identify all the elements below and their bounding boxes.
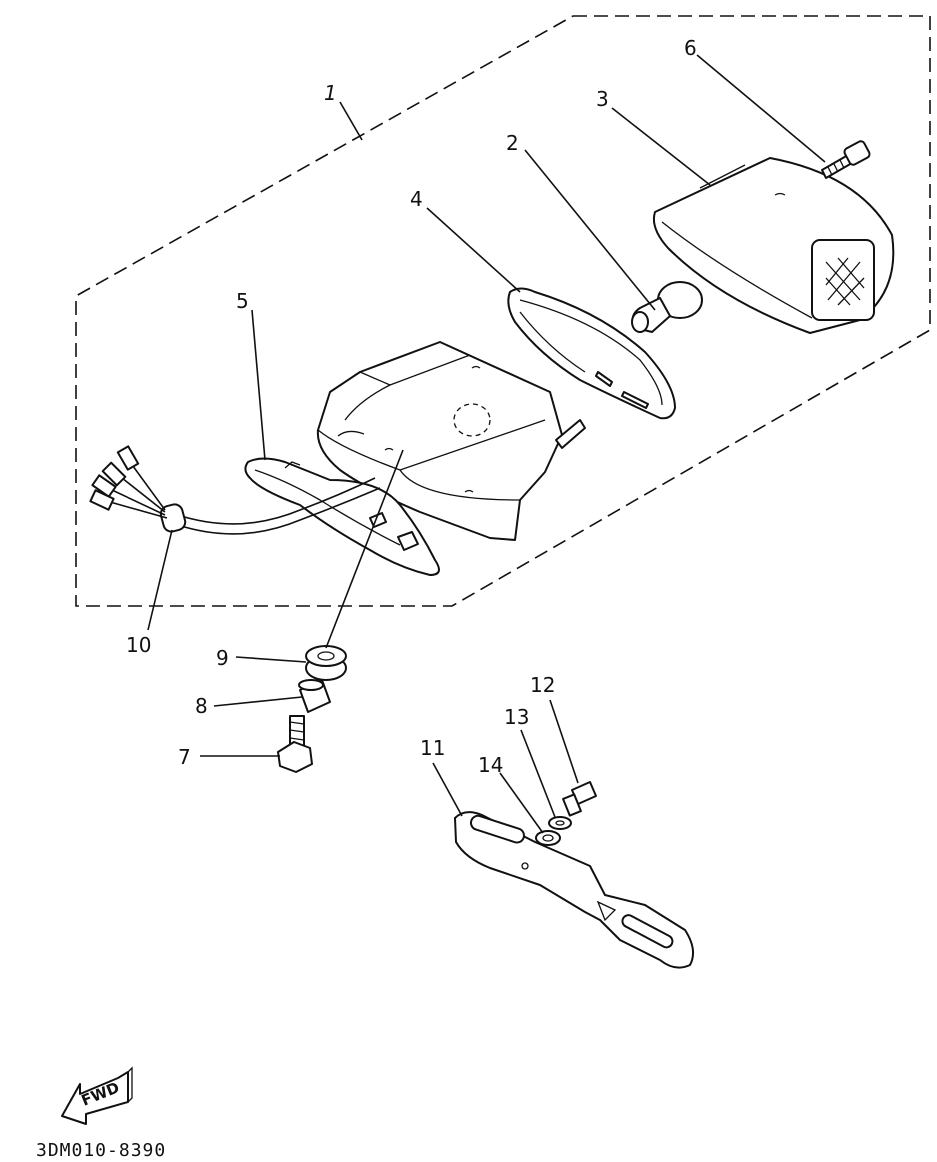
- callout-5: 5: [236, 289, 249, 313]
- leader-lines: [147, 54, 826, 834]
- assembly-boundary: [75, 15, 931, 607]
- bulb: [631, 281, 703, 333]
- base-plate: [244, 457, 440, 576]
- callout-9: 9: [216, 646, 229, 670]
- grommet-9: [305, 645, 347, 681]
- callout-4: 4: [410, 187, 423, 211]
- callout-8: 8: [195, 694, 208, 718]
- callout-13: 13: [504, 705, 529, 729]
- spring-washer-13: [548, 816, 572, 830]
- collar-8: [298, 679, 331, 713]
- lens-cover: [652, 157, 895, 334]
- plate-washer-14: [535, 830, 561, 846]
- bolt-12: [562, 781, 597, 817]
- callout-10: 10: [126, 633, 151, 657]
- callout-3: 3: [596, 87, 609, 111]
- callout-6: 6: [684, 36, 697, 60]
- callout-12: 12: [530, 673, 555, 697]
- fwd-arrow-icon: FWD: [61, 1066, 133, 1125]
- bolt-7: [277, 715, 313, 773]
- callout-1: 1: [324, 81, 337, 105]
- callout-7: 7: [178, 745, 191, 769]
- callout-2: 2: [506, 131, 519, 155]
- callout-14: 14: [478, 753, 503, 777]
- callout-11: 11: [420, 736, 445, 760]
- wire-harness: [89, 445, 381, 535]
- callout-numbers: 1 2 3 4 5 6 7 8 9 10 11 12 13 14: [126, 36, 697, 777]
- drawing-code: 3DM010-8390: [36, 1140, 166, 1161]
- gasket: [507, 287, 676, 420]
- screw-6: [821, 140, 871, 179]
- bracket: [454, 811, 695, 969]
